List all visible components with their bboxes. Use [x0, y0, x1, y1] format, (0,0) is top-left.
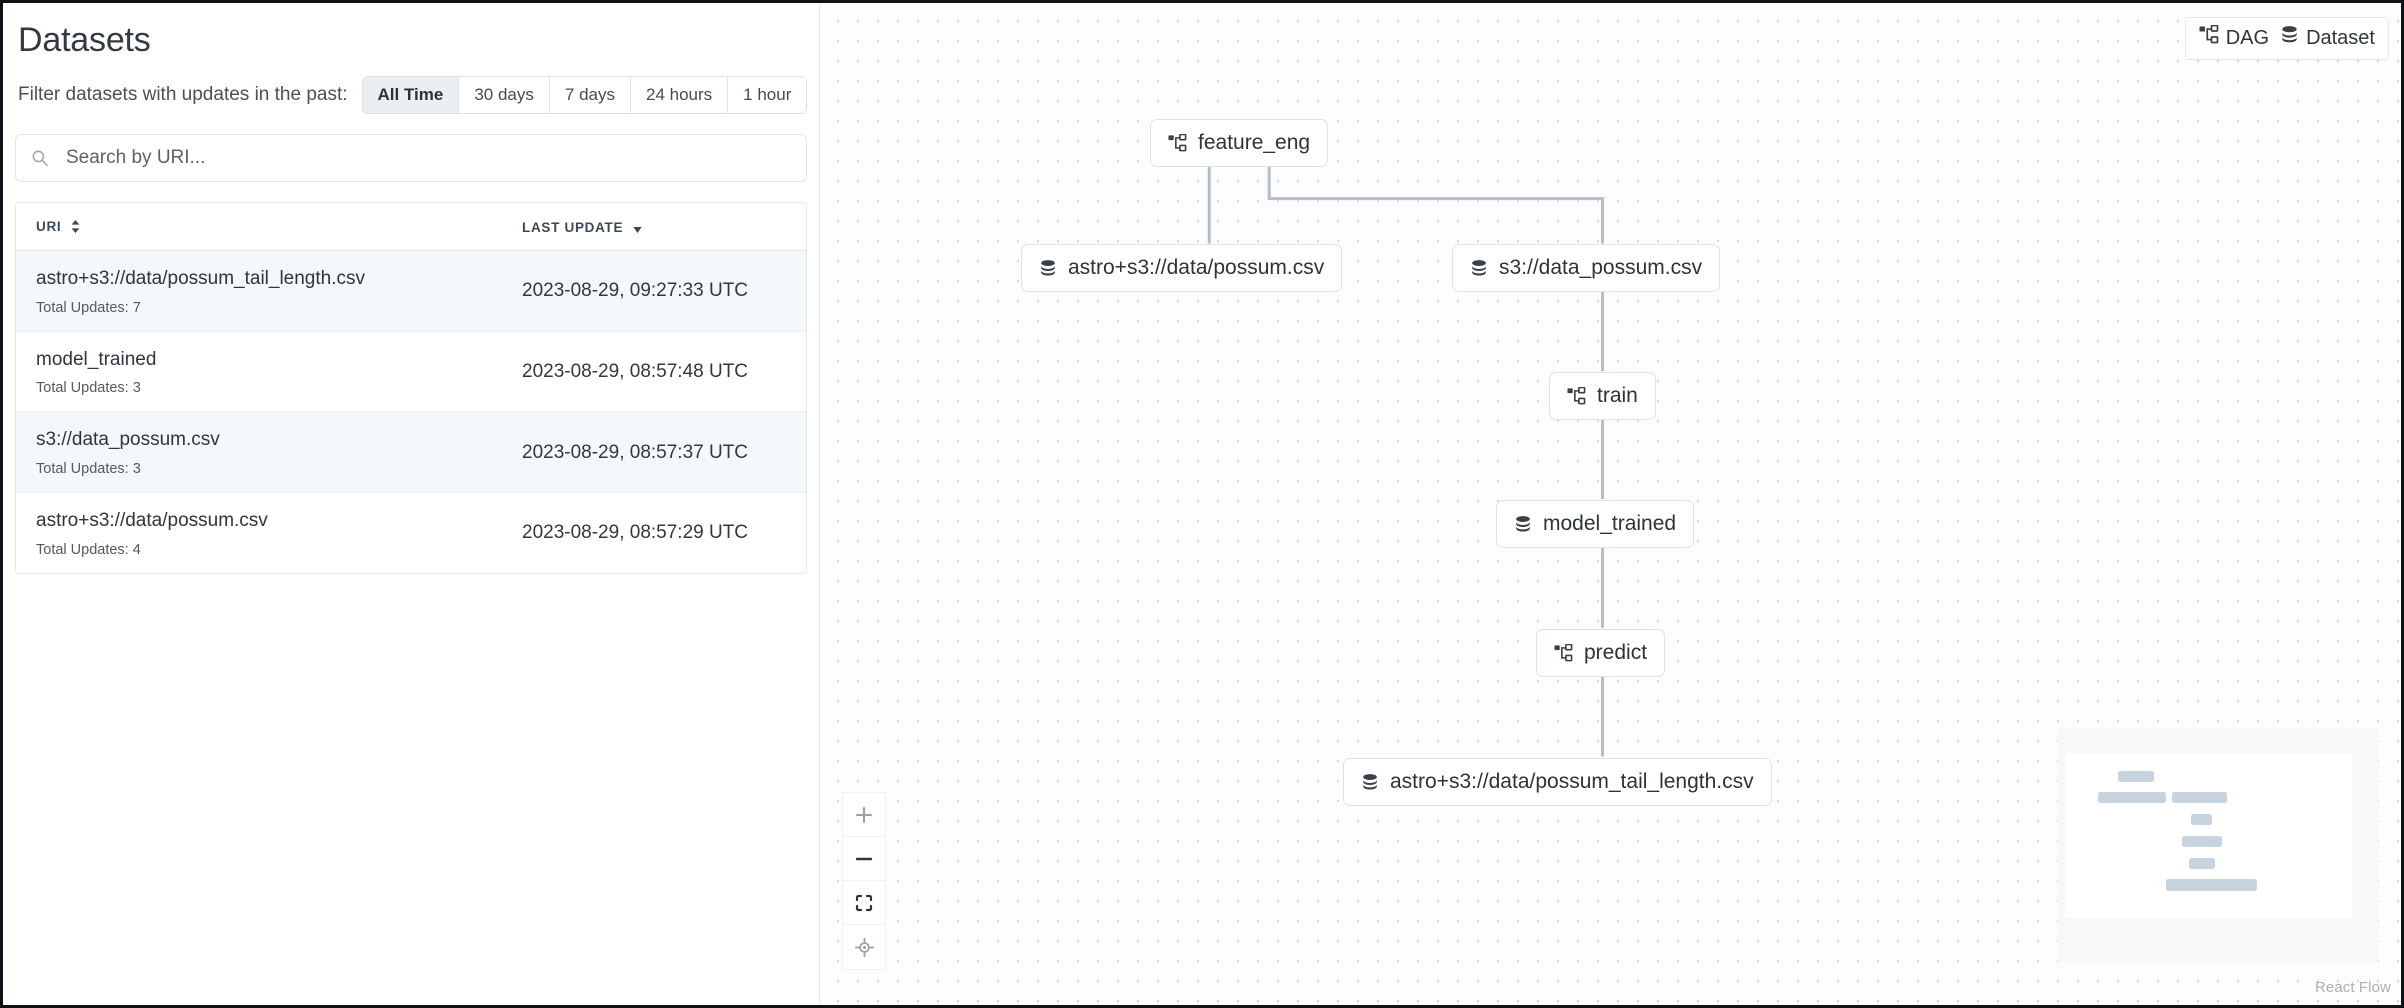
graph-node-label: model_trained — [1543, 512, 1677, 535]
row-last-update: 2023-08-29, 08:57:29 UTC — [522, 522, 749, 544]
row-total-updates: Total Updates: 4 — [36, 541, 141, 558]
dataset-icon — [1361, 773, 1379, 792]
page-title: Datasets — [18, 21, 151, 59]
table-body: astro+s3://data/possum_tail_length.csv T… — [16, 250, 806, 573]
row-last-update: 2023-08-29, 09:27:33 UTC — [522, 280, 749, 302]
minimap-nodes — [2098, 771, 2257, 891]
graph-node-label: s3://data_possum.csv — [1499, 256, 1703, 279]
column-header-uri-label: URI — [36, 219, 62, 235]
dag-icon — [1567, 386, 1586, 406]
zoom-out-button[interactable] — [843, 837, 885, 881]
sort-both-icon — [71, 219, 80, 236]
graph-node-predict[interactable]: predict — [1536, 629, 1666, 677]
graph-node-data_possum[interactable]: s3://data_possum.csv — [1452, 244, 1721, 292]
fit-view-button[interactable] — [843, 881, 885, 925]
column-header-last-update[interactable]: LAST UPDATE — [516, 203, 806, 251]
datasets-panel: Datasets Filter datasets with updates in… — [3, 3, 820, 1005]
column-header-uri[interactable]: URI — [16, 203, 516, 251]
graph-legend: DAG Dataset — [2184, 17, 2389, 60]
legend-item-dag: DAG — [2199, 24, 2270, 51]
dataset-icon — [2280, 25, 2299, 51]
filter-24-hours[interactable]: 24 hours — [630, 77, 729, 114]
row-total-updates: Total Updates: 7 — [36, 299, 141, 316]
dataset-icon — [1470, 259, 1488, 278]
search-box[interactable] — [15, 134, 807, 183]
react-flow-attribution[interactable]: React Flow — [2314, 979, 2391, 996]
table-row[interactable]: astro+s3://data/possum_tail_length.csv T… — [16, 250, 806, 332]
dag-icon — [1554, 643, 1573, 663]
graph-node-label: train — [1597, 384, 1638, 407]
lineage-graph-canvas[interactable]: DAG Dataset — [820, 3, 2401, 1005]
legend-label-dag: DAG — [2225, 26, 2270, 49]
legend-label-dataset: Dataset — [2306, 26, 2375, 49]
minimap-viewport — [2065, 753, 2352, 918]
graph-node-model_trained[interactable]: model_trained — [1496, 500, 1695, 548]
graph-minimap[interactable] — [2058, 728, 2378, 963]
dag-icon — [2199, 24, 2219, 51]
graph-node-possum_tail[interactable]: astro+s3://data/possum_tail_length.csv — [1343, 758, 1772, 806]
graph-controls — [842, 792, 886, 970]
row-total-updates: Total Updates: 3 — [36, 380, 141, 397]
graph-node-label: astro+s3://data/possum.csv — [1068, 256, 1325, 279]
table-header-row: URI LAST UPDATE — [16, 203, 806, 251]
dag-icon — [1168, 133, 1187, 153]
search-input[interactable] — [66, 147, 792, 170]
dataset-icon — [1514, 515, 1532, 534]
table-row[interactable]: model_trained Total Updates: 3 2023-08-2… — [16, 331, 806, 413]
row-uri[interactable]: astro+s3://data/possum_tail_length.csv — [36, 267, 365, 289]
row-uri[interactable]: model_trained — [36, 348, 157, 370]
filter-1-hour[interactable]: 1 hour — [728, 77, 806, 114]
dataset-icon — [1039, 259, 1057, 278]
filter-30-days[interactable]: 30 days — [459, 77, 550, 114]
time-filter-group: All Time 30 days 7 days 24 hours 1 hour — [361, 76, 807, 115]
graph-node-label: astro+s3://data/possum_tail_length.csv — [1390, 770, 1754, 793]
sort-desc-icon — [633, 221, 642, 236]
zoom-in-button[interactable] — [843, 793, 885, 837]
table-row[interactable]: s3://data_possum.csv Total Updates: 3 20… — [16, 411, 806, 494]
legend-item-dataset: Dataset — [2280, 25, 2375, 51]
column-header-last-update-label: LAST UPDATE — [522, 219, 624, 235]
filter-all-time[interactable]: All Time — [362, 77, 460, 114]
graph-node-label: predict — [1584, 641, 1648, 664]
row-last-update: 2023-08-29, 08:57:48 UTC — [522, 360, 749, 382]
graph-node-train[interactable]: train — [1549, 372, 1656, 420]
search-icon — [30, 148, 50, 168]
row-total-updates: Total Updates: 3 — [36, 461, 141, 478]
graph-node-feature_eng[interactable]: feature_eng — [1150, 119, 1329, 167]
filter-7-days[interactable]: 7 days — [549, 77, 631, 114]
graph-node-possum_csv[interactable]: astro+s3://data/possum.csv — [1021, 244, 1343, 292]
row-uri[interactable]: astro+s3://data/possum.csv — [36, 510, 268, 532]
lock-interactivity-button[interactable] — [843, 925, 885, 969]
filter-label: Filter datasets with updates in the past… — [18, 84, 348, 106]
table-row[interactable]: astro+s3://data/possum.csv Total Updates… — [16, 493, 806, 573]
graph-node-label: feature_eng — [1198, 131, 1311, 154]
filter-row: Filter datasets with updates in the past… — [18, 76, 807, 115]
row-last-update: 2023-08-29, 08:57:37 UTC — [522, 441, 749, 463]
edge-feature_eng-data_possum — [1267, 166, 1605, 244]
row-uri[interactable]: s3://data_possum.csv — [36, 429, 220, 451]
datasets-table: URI LAST UPDATE — [15, 202, 807, 574]
